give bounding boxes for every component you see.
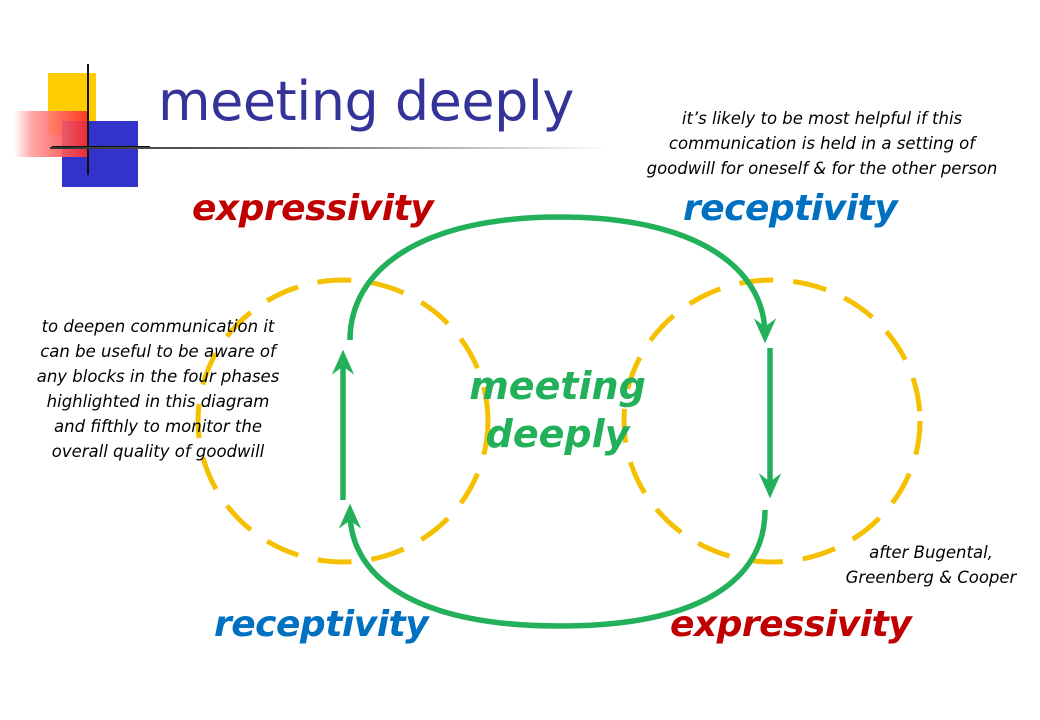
label-expressivity-top: expressivity (192, 188, 434, 229)
note-deepen-communication: to deepen communication it can be useful… (8, 314, 308, 464)
note-line: overall quality of goodwill (51, 442, 265, 461)
right-dashed-circle (621, 277, 923, 565)
center-label-line2: deeply (485, 412, 630, 456)
red-square (14, 111, 88, 157)
note-line: goodwill for oneself & for the other per… (646, 159, 998, 178)
center-label-line1: meeting (469, 364, 646, 408)
title-rule (50, 147, 610, 149)
note-line: communication is held in a setting of (668, 134, 976, 153)
note-line: after Bugental, (869, 543, 993, 562)
note-credit: after Bugental, Greenberg & Cooper (826, 540, 1036, 590)
note-line: highlighted in this diagram (46, 392, 270, 411)
slide-title: meeting deeply (158, 70, 574, 133)
note-line: it’s likely to be most helpful if this (681, 109, 963, 128)
note-line: to deepen communication it (41, 317, 275, 336)
label-expressivity-bottom: expressivity (670, 604, 912, 645)
note-line: any blocks in the four phases (36, 367, 280, 386)
loop-top-arc (347, 214, 777, 344)
label-receptivity-top: receptivity (683, 188, 898, 229)
left-dashed-circle (195, 277, 491, 565)
corner-decoration (14, 64, 150, 187)
label-receptivity-bottom: receptivity (214, 604, 429, 645)
note-goodwill-setting: it’s likely to be most helpful if this c… (612, 106, 1032, 181)
loop-bottom-arc (338, 503, 768, 629)
note-line: and fifthly to monitor the (54, 417, 262, 436)
note-line: can be useful to be aware of (40, 342, 276, 361)
center-label: meeting deeply (450, 362, 665, 458)
note-line: Greenberg & Cooper (845, 568, 1017, 587)
